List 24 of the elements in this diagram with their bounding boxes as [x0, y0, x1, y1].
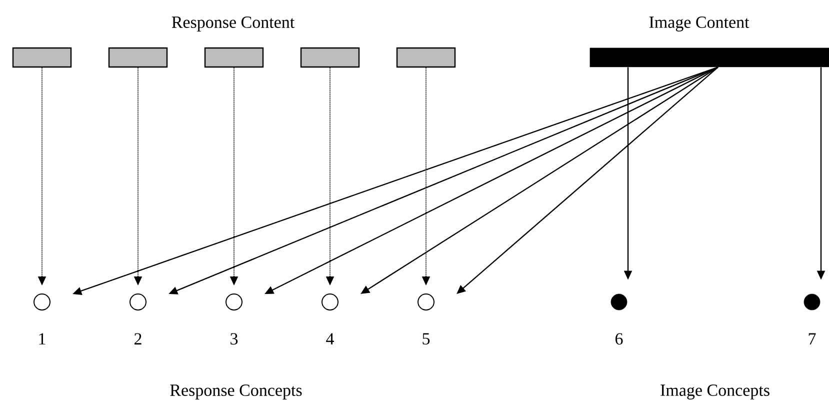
process-box [300, 47, 360, 68]
process-box [12, 47, 72, 68]
concept-number: 5 [422, 333, 430, 344]
content-bar [590, 48, 829, 68]
concept-number: 3 [230, 333, 238, 345]
concept-number: 7 [808, 333, 816, 344]
concept-circle [418, 294, 434, 310]
concept-number: 4 [326, 333, 334, 344]
concept-number: 6 [616, 333, 623, 345]
group-heading: Image Content [649, 16, 750, 32]
concept-circle [34, 294, 50, 310]
process-box [108, 47, 168, 68]
group-heading: Response Concepts [170, 384, 302, 400]
concept-circle [322, 294, 338, 310]
group-heading: Response Content [172, 16, 295, 32]
concept-dot [610, 294, 628, 310]
concept-circle [226, 294, 242, 310]
process-box [396, 47, 456, 68]
concept-number: 1 [39, 333, 46, 344]
process-box [204, 47, 264, 68]
group-heading: Image Concepts [660, 384, 770, 400]
concept-circle [130, 294, 146, 310]
concept-dot [804, 294, 820, 310]
concept-number: 2 [134, 333, 142, 344]
